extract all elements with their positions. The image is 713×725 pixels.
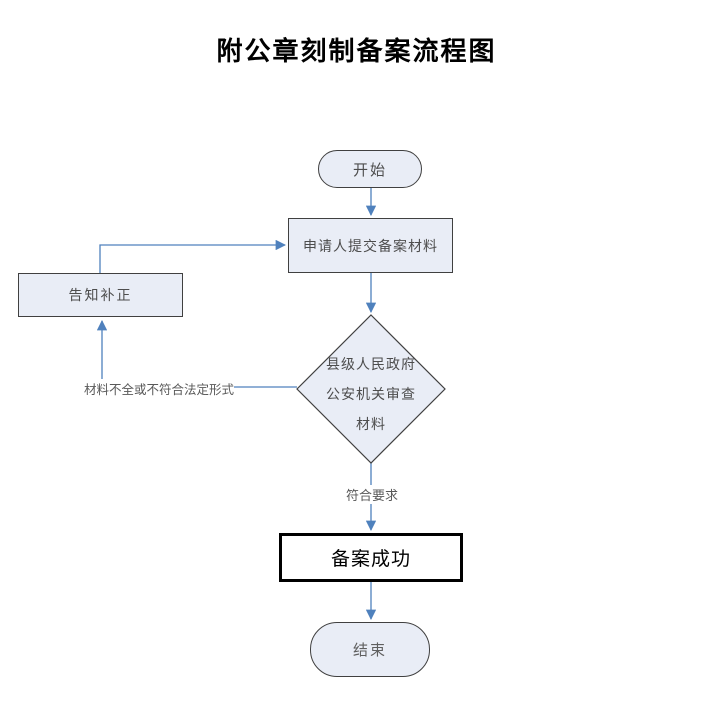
flowchart-title: 附公章刻制备案流程图 bbox=[216, 36, 497, 66]
decision-review-line2: 公安机关审查 bbox=[326, 388, 416, 403]
edge-label-accept: 符合要求 bbox=[343, 485, 401, 504]
decision-review-shape bbox=[296, 314, 446, 464]
node-notify-correction: 告知补正 bbox=[18, 273, 183, 317]
edge-review-to-notify bbox=[96, 319, 297, 388]
node-filing-success-label: 备案成功 bbox=[330, 549, 411, 570]
node-end: 结束 bbox=[310, 622, 430, 677]
decision-review-line1: 县级人民政府 bbox=[326, 358, 416, 373]
node-notify-correction-label: 告知补正 bbox=[68, 289, 133, 304]
node-start: 开始 bbox=[318, 150, 422, 188]
node-submit-materials-label: 申请人提交备案材料 bbox=[303, 239, 438, 255]
node-submit-materials: 申请人提交备案材料 bbox=[288, 218, 453, 273]
edge-notify-to-submit bbox=[99, 239, 287, 273]
decision-review-line3: 材料 bbox=[356, 418, 386, 433]
node-end-label: 结束 bbox=[352, 643, 387, 659]
decision-review-text: 县级人民政府 公安机关审查 材料 bbox=[296, 351, 446, 441]
node-filing-success: 备案成功 bbox=[279, 533, 463, 582]
edge-label-reject: 材料不全或不符合法定形式 bbox=[84, 379, 235, 398]
node-start-label: 开始 bbox=[352, 162, 387, 179]
